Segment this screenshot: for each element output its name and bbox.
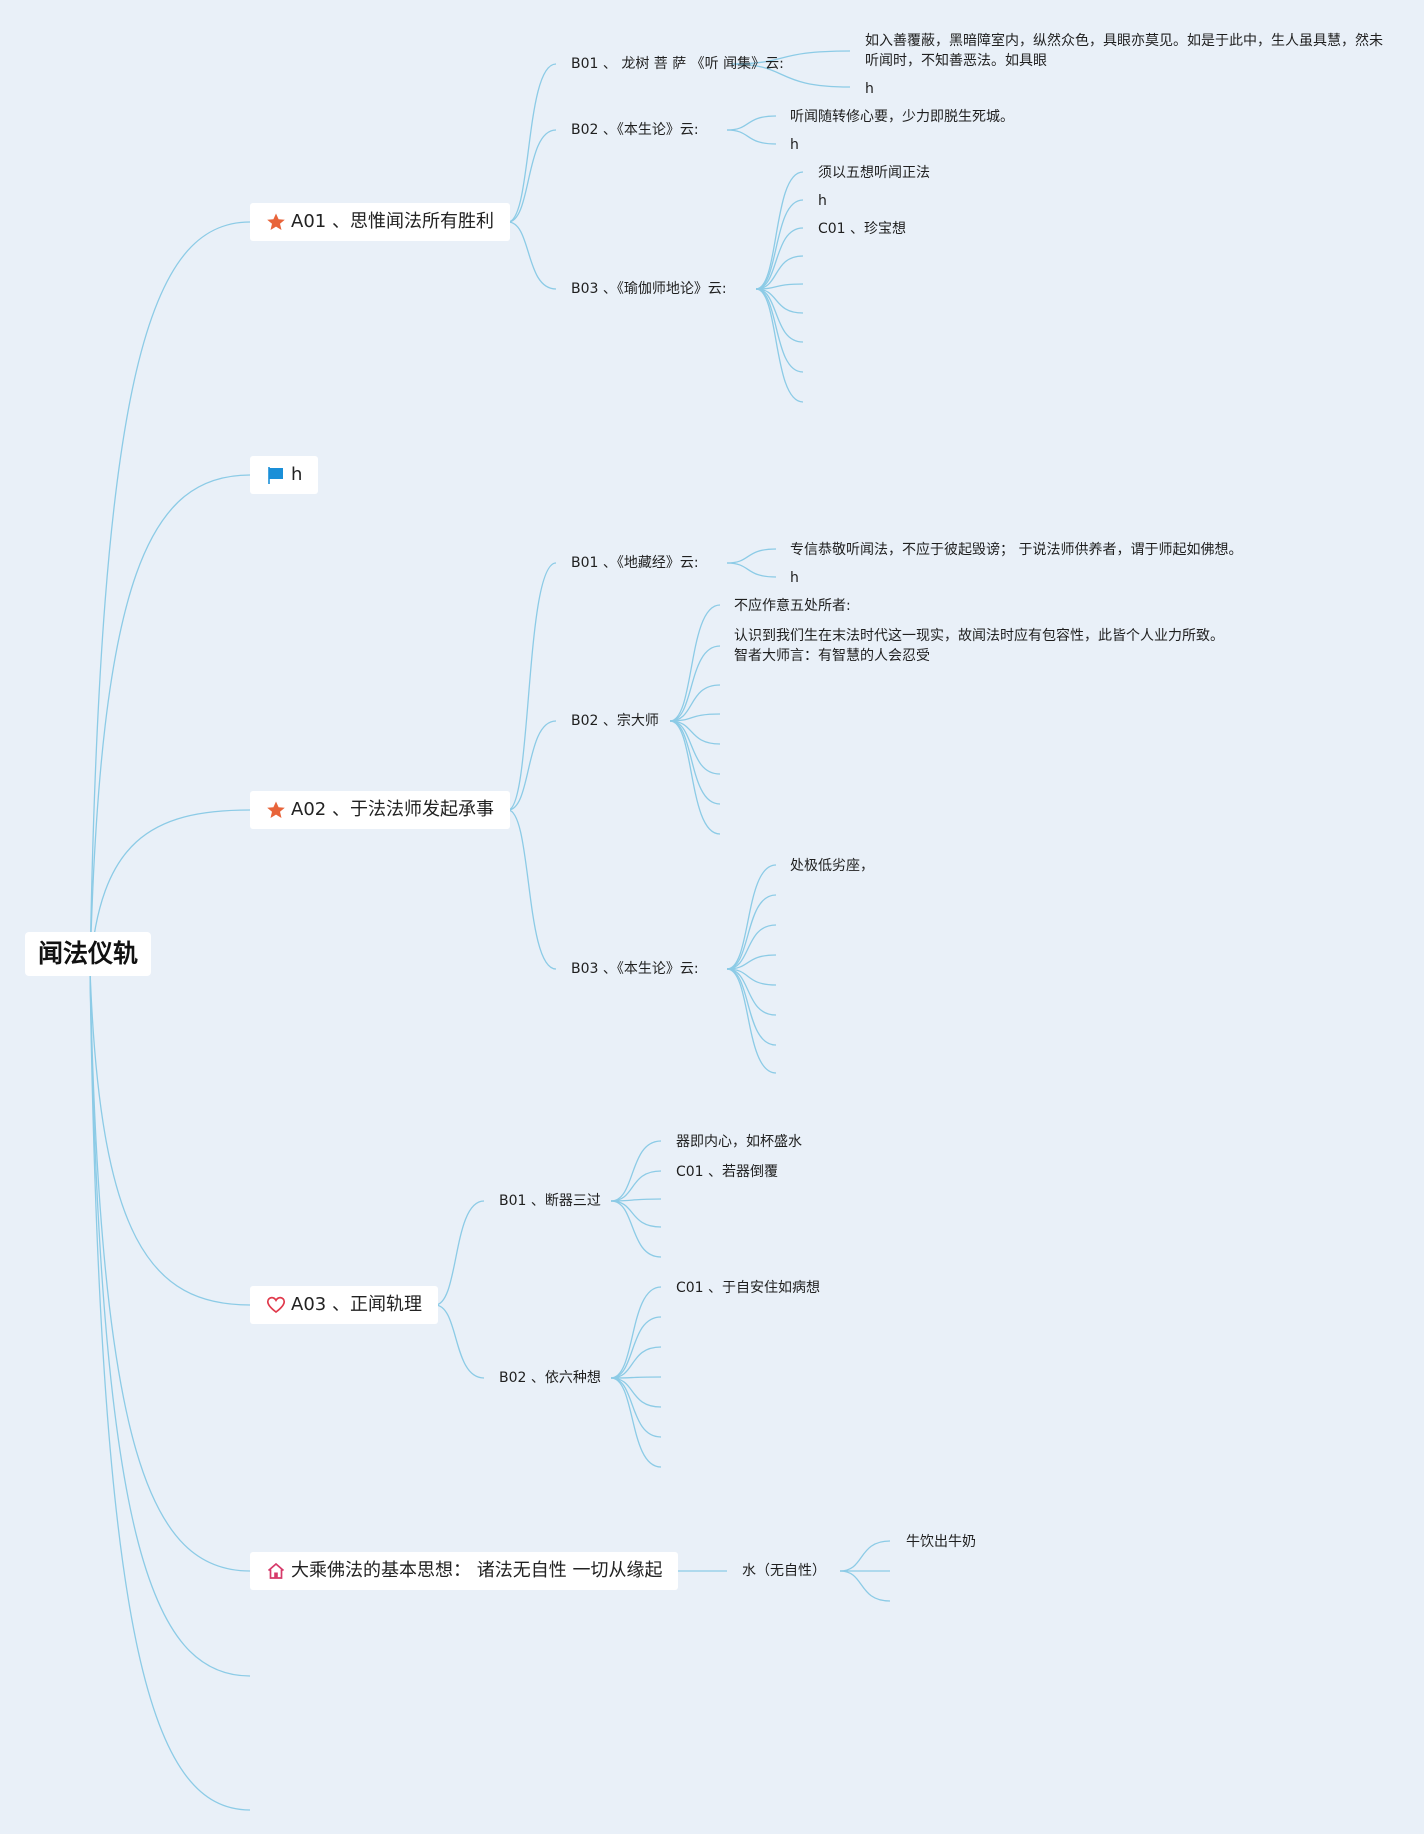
topic-a03-b01[interactable]: B01 、断器三过 bbox=[499, 1193, 601, 1209]
connector-line bbox=[755, 288, 804, 343]
star-icon bbox=[266, 800, 286, 820]
topic-a02-b01-c2[interactable]: h bbox=[790, 570, 799, 586]
topic-a02-b03-c1[interactable]: 处极低劣座， bbox=[790, 858, 874, 874]
connector-line bbox=[730, 50, 851, 65]
connector-line bbox=[726, 129, 777, 145]
topic-a01-b02[interactable]: B02 、《本生论》云: bbox=[571, 122, 699, 138]
topic-a03-b01-c1[interactable]: 器即内心，如杯盛水 bbox=[676, 1134, 802, 1150]
connector-line bbox=[669, 604, 721, 722]
topic-a01-b02-c2[interactable]: h bbox=[790, 137, 799, 153]
connector-line bbox=[669, 720, 721, 775]
connector-line bbox=[89, 969, 251, 1811]
connector-line bbox=[755, 199, 804, 290]
connector-line bbox=[89, 809, 251, 971]
connector-line bbox=[669, 713, 721, 722]
connector-line bbox=[507, 221, 557, 290]
connector-line bbox=[89, 969, 251, 1306]
connector-line bbox=[839, 1540, 891, 1572]
connector-line bbox=[669, 720, 721, 835]
topic-a01-b03-c3[interactable]: C01 、珍宝想 bbox=[818, 221, 907, 237]
connector-line bbox=[507, 63, 557, 223]
star-icon bbox=[266, 212, 286, 232]
connector-line bbox=[610, 1376, 662, 1379]
connector-line bbox=[726, 894, 777, 970]
topic-a01-b01-c2[interactable]: h bbox=[865, 81, 874, 97]
topic-a03-label: A03 、正闻轨理 bbox=[291, 1294, 422, 1315]
connector-line bbox=[610, 1200, 662, 1258]
connector-line bbox=[730, 63, 851, 88]
topic-a01-b03[interactable]: B03 、《瑜伽师地论》云: bbox=[571, 281, 727, 297]
heart-icon bbox=[266, 1295, 286, 1315]
connector-line bbox=[726, 954, 777, 970]
connector-line bbox=[669, 720, 721, 745]
connector-line bbox=[610, 1170, 662, 1202]
topic-flag[interactable]: h bbox=[250, 456, 319, 494]
topic-a01-b01-c1[interactable]: 如入善覆蔽，黑暗障室内，纵然众色，具眼亦莫见。如是于此中，生人虽具慧，然未听闻时… bbox=[865, 33, 1383, 69]
home-icon bbox=[266, 1561, 286, 1581]
topic-a02-b02-c1[interactable]: 不应作意五处所者: bbox=[734, 598, 851, 614]
connector-line bbox=[610, 1346, 662, 1379]
connector-line bbox=[839, 1570, 891, 1602]
flag-icon bbox=[266, 465, 286, 485]
connector-line bbox=[434, 1304, 485, 1379]
connector-line bbox=[726, 548, 777, 564]
topic-a01-b01[interactable]: B01 、 龙树 菩 萨 《听 闻集》云: bbox=[571, 56, 784, 72]
connector-line bbox=[755, 227, 804, 290]
topic-a02-b01[interactable]: B01 、《地藏经》云: bbox=[571, 555, 699, 571]
connector-line bbox=[726, 968, 777, 1074]
connector-line bbox=[507, 720, 557, 811]
connector-line bbox=[507, 562, 557, 811]
connector-line bbox=[89, 969, 251, 1677]
connector-line bbox=[89, 474, 251, 971]
connector-line bbox=[507, 809, 557, 970]
topic-mahayana-b01[interactable]: 水（无自性） bbox=[742, 1563, 826, 1579]
topic-a02-b02-c2a[interactable]: 认识到我们生在末法时代这一现实，故闻法时应有包容性，此皆个人业力所致。 bbox=[734, 628, 1224, 644]
topic-mahayana-label: 大乘佛法的基本思想： 诸法无自性 一切从缘起 bbox=[291, 1560, 663, 1581]
topic-a02-b02[interactable]: B02 、宗大师 bbox=[571, 713, 659, 729]
topic-mahayana[interactable]: 大乘佛法的基本思想： 诸法无自性 一切从缘起 bbox=[250, 1552, 679, 1590]
connector-line bbox=[610, 1316, 662, 1379]
connector-line bbox=[610, 1286, 662, 1379]
connector-line bbox=[726, 562, 777, 578]
connector-line bbox=[726, 115, 777, 131]
topic-a01-b03-c1[interactable]: 须以五想听闻正法 bbox=[818, 165, 930, 181]
connector-line bbox=[610, 1198, 662, 1202]
connector-line bbox=[89, 969, 251, 1572]
connector-line bbox=[610, 1377, 662, 1468]
topic-a02-label: A02 、于法法师发起承事 bbox=[291, 799, 494, 820]
topic-a01-b02-c1[interactable]: 听闻随转修心要，少力即脱生死城。 bbox=[790, 109, 1014, 125]
connector-line bbox=[755, 288, 804, 403]
connector-line bbox=[755, 255, 804, 290]
connector-line bbox=[610, 1377, 662, 1438]
connector-line bbox=[726, 924, 777, 970]
topic-a03-b02[interactable]: B02 、依六种想 bbox=[499, 1370, 601, 1386]
topic-a01-label: A01 、思惟闻法所有胜利 bbox=[291, 211, 494, 232]
topic-a02[interactable]: A02 、于法法师发起承事 bbox=[250, 791, 510, 829]
topic-mahayana-b01-c1[interactable]: 牛饮出牛奶 bbox=[906, 1534, 976, 1550]
connector-line bbox=[507, 129, 557, 223]
topic-a01[interactable]: A01 、思惟闻法所有胜利 bbox=[250, 203, 510, 241]
connector-line bbox=[89, 221, 251, 971]
topic-a02-b01-c1[interactable]: 专信恭敬听闻法，不应于彼起毁谤； 于说法师供养者，谓于师起如佛想。 bbox=[790, 542, 1243, 558]
connector-line bbox=[755, 171, 804, 290]
topic-a01-b03-c2[interactable]: h bbox=[818, 193, 827, 209]
topic-a03-b01-c2[interactable]: C01 、若器倒覆 bbox=[676, 1164, 779, 1180]
connector-line bbox=[610, 1140, 662, 1202]
root-topic[interactable]: 闻法仪轨 bbox=[25, 932, 151, 976]
connector-line bbox=[726, 864, 777, 970]
topic-flag-label: h bbox=[291, 464, 303, 485]
connector-line bbox=[669, 684, 721, 722]
topic-a02-b03[interactable]: B03 、《本生论》云: bbox=[571, 961, 699, 977]
topic-a03-b02-c1[interactable]: C01 、于自安住如病想 bbox=[676, 1280, 821, 1296]
connector-line bbox=[610, 1200, 662, 1228]
connector-line bbox=[434, 1200, 485, 1306]
connector-line bbox=[726, 968, 777, 1016]
connector-line bbox=[669, 645, 721, 722]
topic-a02-b02-c2b[interactable]: 智者大师言：有智慧的人会忍受 bbox=[734, 648, 930, 664]
connector-line bbox=[610, 1377, 662, 1408]
topic-a03[interactable]: A03 、正闻轨理 bbox=[250, 1286, 438, 1324]
